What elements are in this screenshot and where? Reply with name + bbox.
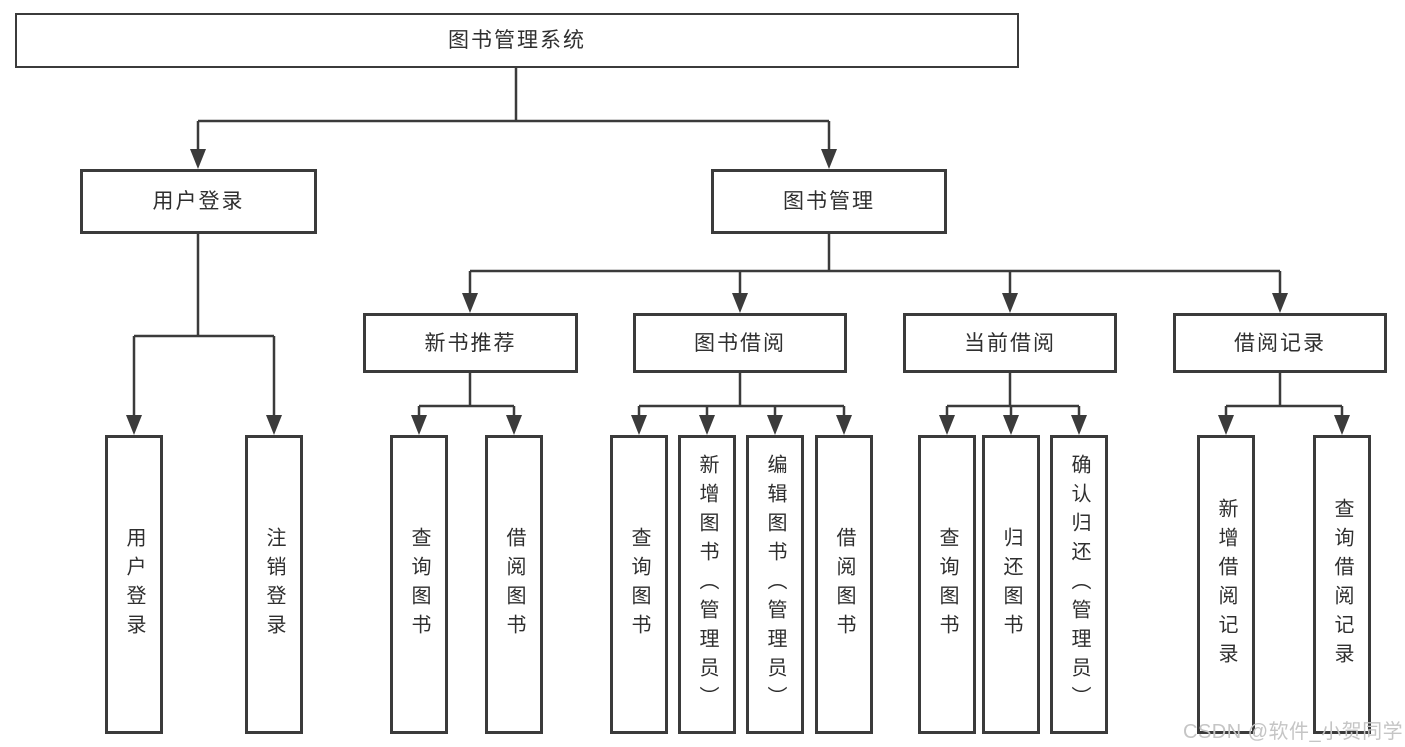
node-book-borrowing: 图书借阅: [633, 313, 847, 373]
node-book-management: 图书管理: [711, 169, 947, 234]
leaf-query-borrow-record: 查询借阅记录: [1313, 435, 1371, 734]
leaf-add-borrow-record: 新增借阅记录: [1197, 435, 1255, 734]
leaf-confirm-return-admin: 确认归还（管理员）: [1050, 435, 1108, 734]
node-borrowing-records: 借阅记录: [1173, 313, 1387, 373]
leaf-query-books-recommend: 查询图书: [390, 435, 448, 734]
leaf-user-login: 用户登录: [105, 435, 163, 734]
leaf-borrow-books-recommend: 借阅图书: [485, 435, 543, 734]
leaf-borrow-books-borrowing: 借阅图书: [815, 435, 873, 734]
node-user-login: 用户登录: [80, 169, 317, 234]
node-library-system: 图书管理系统: [15, 13, 1019, 68]
leaf-query-books-current: 查询图书: [918, 435, 976, 734]
leaf-add-book-admin: 新增图书（管理员）: [678, 435, 736, 734]
leaf-edit-book-admin: 编辑图书（管理员）: [746, 435, 804, 734]
node-new-book-recommendation: 新书推荐: [363, 313, 578, 373]
leaf-logout: 注销登录: [245, 435, 303, 734]
leaf-return-book: 归还图书: [982, 435, 1040, 734]
watermark: CSDN @软件_小贺同学: [1183, 721, 1404, 743]
node-current-borrowing: 当前借阅: [903, 313, 1117, 373]
leaf-query-books-borrowing: 查询图书: [610, 435, 668, 734]
